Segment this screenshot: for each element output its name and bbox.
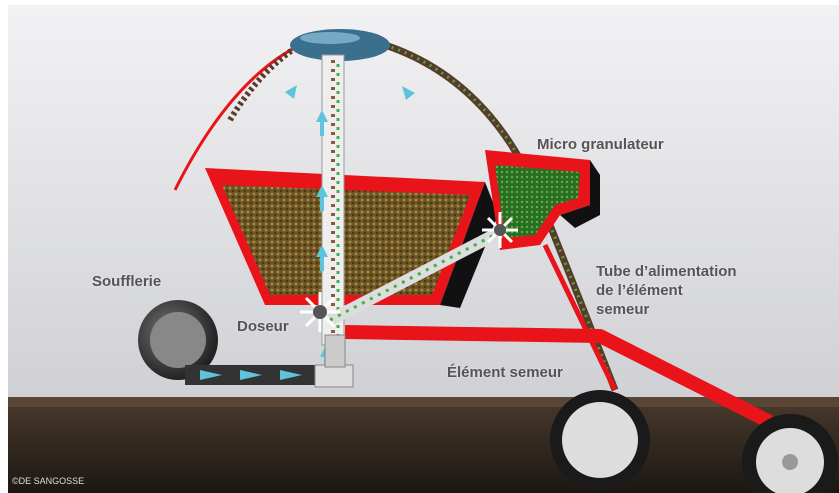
- doser-wheel: [300, 292, 340, 332]
- frame: [344, 325, 774, 429]
- diagonal-tube: [327, 226, 503, 326]
- label-doseur: Doseur: [237, 318, 289, 335]
- label-tube-line1: Tube d’alimentation: [596, 263, 737, 280]
- label-tube-line2: de l’élément: [596, 282, 683, 299]
- copyright: ©DE SANGOSSE: [12, 476, 85, 486]
- label-soufflerie: Soufflerie: [92, 273, 162, 290]
- label-tube-line3: semeur: [596, 301, 650, 318]
- ground: [8, 397, 839, 493]
- label-micro-granulateur: Micro granulateur: [537, 136, 664, 153]
- granulator-doser-wheel: [482, 212, 518, 248]
- label-element-semeur: Élément semeur: [447, 364, 563, 381]
